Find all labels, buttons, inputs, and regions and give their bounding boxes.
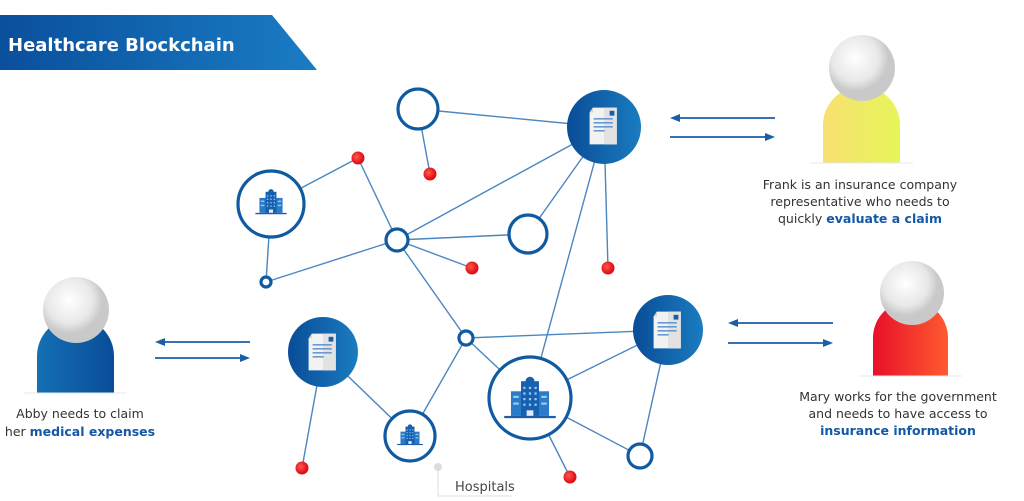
frank-caption-line3: quickly bbox=[778, 211, 826, 226]
node-small bbox=[259, 275, 273, 289]
person-body bbox=[823, 86, 900, 163]
node-document bbox=[288, 317, 358, 387]
node-empty bbox=[396, 87, 440, 131]
svg-text:Frank is an insurance company: Frank is an insurance company bbox=[763, 177, 958, 192]
person-frank: Frank is an insurance company representa… bbox=[763, 35, 958, 226]
svg-text:Mary works for the government: Mary works for the government bbox=[799, 389, 997, 404]
hospitals-label: Hospitals bbox=[455, 480, 515, 495]
mary-caption-line2: and needs to have access to bbox=[808, 406, 987, 421]
node-empty bbox=[507, 213, 549, 255]
red-dot-node bbox=[601, 261, 615, 275]
node-document bbox=[633, 295, 703, 365]
exchange-arrows bbox=[155, 114, 833, 362]
person-head bbox=[880, 261, 944, 325]
red-dot-node bbox=[351, 151, 365, 165]
abby-caption-line2: her bbox=[5, 424, 30, 439]
document-icon bbox=[589, 107, 617, 145]
svg-text:quickly evaluate a claim: quickly evaluate a claim bbox=[778, 211, 942, 226]
red-dot-node bbox=[295, 461, 309, 475]
page-title: Healthcare Blockchain bbox=[8, 35, 235, 56]
frank-caption-line2: representative who needs to bbox=[770, 194, 949, 209]
red-dot-node bbox=[423, 167, 437, 181]
person-abby: Abby needs to claim her medical expenses bbox=[5, 277, 155, 439]
svg-text:and needs to have access to: and needs to have access to bbox=[808, 406, 987, 421]
network-edges bbox=[265, 108, 669, 478]
person-mary: Mary works for the government and needs … bbox=[799, 261, 997, 438]
abby-caption-highlight: medical expenses bbox=[30, 424, 155, 439]
node-empty bbox=[626, 442, 654, 470]
node-document bbox=[567, 90, 641, 164]
node-small bbox=[457, 329, 475, 347]
svg-text:her medical expenses: her medical expenses bbox=[5, 424, 155, 439]
person-head bbox=[43, 277, 109, 343]
person-head bbox=[829, 35, 895, 101]
node-hospital bbox=[487, 355, 573, 441]
mary-caption-highlight: insurance information bbox=[820, 423, 976, 438]
document-icon bbox=[653, 311, 681, 349]
hospitals-callout: Hospitals bbox=[434, 463, 515, 497]
red-dot-node bbox=[563, 470, 577, 484]
mary-caption-line1: Mary works for the government bbox=[799, 389, 997, 404]
network-nodes bbox=[236, 87, 703, 484]
svg-text:insurance information: insurance information bbox=[820, 423, 976, 438]
red-dot-node bbox=[465, 261, 479, 275]
document-icon bbox=[308, 333, 336, 371]
node-hospital bbox=[383, 409, 437, 463]
svg-text:representative who needs to: representative who needs to bbox=[770, 194, 949, 209]
abby-caption-line1: Abby needs to claim bbox=[16, 406, 144, 421]
title-banner: Healthcare Blockchain bbox=[0, 15, 317, 70]
frank-caption-highlight: evaluate a claim bbox=[826, 211, 942, 226]
frank-caption-line1: Frank is an insurance company bbox=[763, 177, 958, 192]
svg-text:Abby needs to claim: Abby needs to claim bbox=[16, 406, 144, 421]
node-hospital bbox=[236, 169, 306, 239]
node-hub bbox=[384, 227, 410, 253]
